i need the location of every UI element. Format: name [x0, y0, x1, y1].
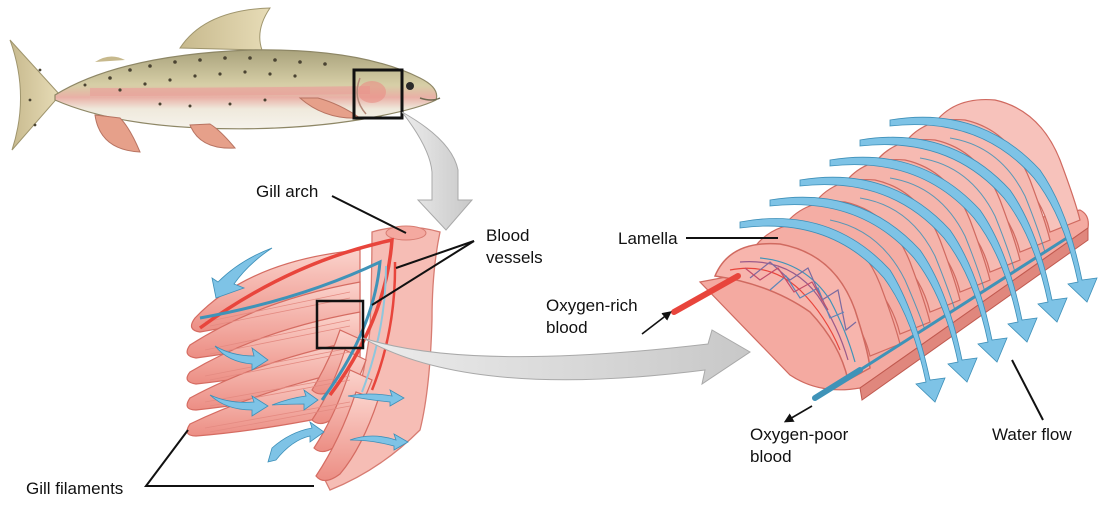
label-gill-filaments: Gill filaments: [26, 479, 123, 498]
front-lamella: [713, 242, 871, 382]
label-water-flow: Water flow: [992, 425, 1072, 444]
filament-striations: [204, 291, 351, 433]
label-oxygen-poor-2: blood: [750, 447, 792, 466]
oxygen-rich-vessel-arch: [198, 237, 394, 397]
filament-stack-right: [311, 329, 379, 482]
capillary-network: [729, 257, 857, 363]
leader-water-flow: [1011, 359, 1044, 421]
gill-blush: [358, 81, 386, 103]
fish-spots: [28, 56, 327, 127]
leader-lines: [144, 195, 1044, 487]
label-oxygen-poor-1: Oxygen-poor: [750, 425, 849, 444]
label-gill-arch: Gill arch: [256, 182, 318, 201]
label-lamella: Lamella: [618, 229, 678, 248]
label-oxygen-rich-2: blood: [546, 318, 588, 337]
gill-zoom-box: [352, 68, 404, 120]
label-blood-vessels-1: Blood: [486, 226, 529, 245]
leader-gill-filaments: [144, 429, 314, 487]
pelvic-fin: [189, 123, 237, 149]
leader-blood-vessels-1: [395, 240, 475, 269]
fish-eye: [406, 82, 414, 90]
back-lamella-capillaries: [829, 137, 1046, 331]
lateral-stripe: [89, 86, 371, 96]
oxygen-poor-vessel-arch: [199, 259, 382, 401]
oxygen-poor-vessel: [812, 367, 863, 401]
label-oxygen-rich-1: Oxygen-rich: [546, 296, 638, 315]
water-arrows-filaments: [209, 247, 409, 463]
oxygen-rich-pointer: [641, 311, 672, 335]
adipose-fin: [95, 56, 125, 62]
arch-vessel-right-2: [361, 265, 387, 393]
filament-zoom-box: [315, 299, 365, 350]
leader-gill-arch: [331, 195, 407, 234]
zoom-arrow-filament-to-lamella: [362, 329, 751, 386]
dorsal-fin: [179, 7, 271, 51]
lamellae-illustration: [671, 98, 1098, 403]
arch-vessel-right: [370, 261, 397, 391]
zoom-arrow-fish-to-gill: [401, 111, 474, 231]
water-flow-arrows: [739, 116, 1098, 403]
oxygen-rich-vessel: [671, 273, 741, 315]
oxygen-poor-pointer: [783, 405, 813, 423]
label-blood-vessels-2: vessels: [486, 248, 543, 267]
tail-fin: [9, 39, 61, 151]
trout-illustration: [9, 7, 441, 153]
gill-cover: [356, 77, 367, 115]
vessel-along-base: [859, 234, 1071, 372]
fish-mouth: [419, 97, 441, 101]
gill-arch-illustration: [186, 225, 441, 491]
anal-fin: [94, 114, 141, 153]
leader-blood-vessels-2: [371, 240, 475, 306]
